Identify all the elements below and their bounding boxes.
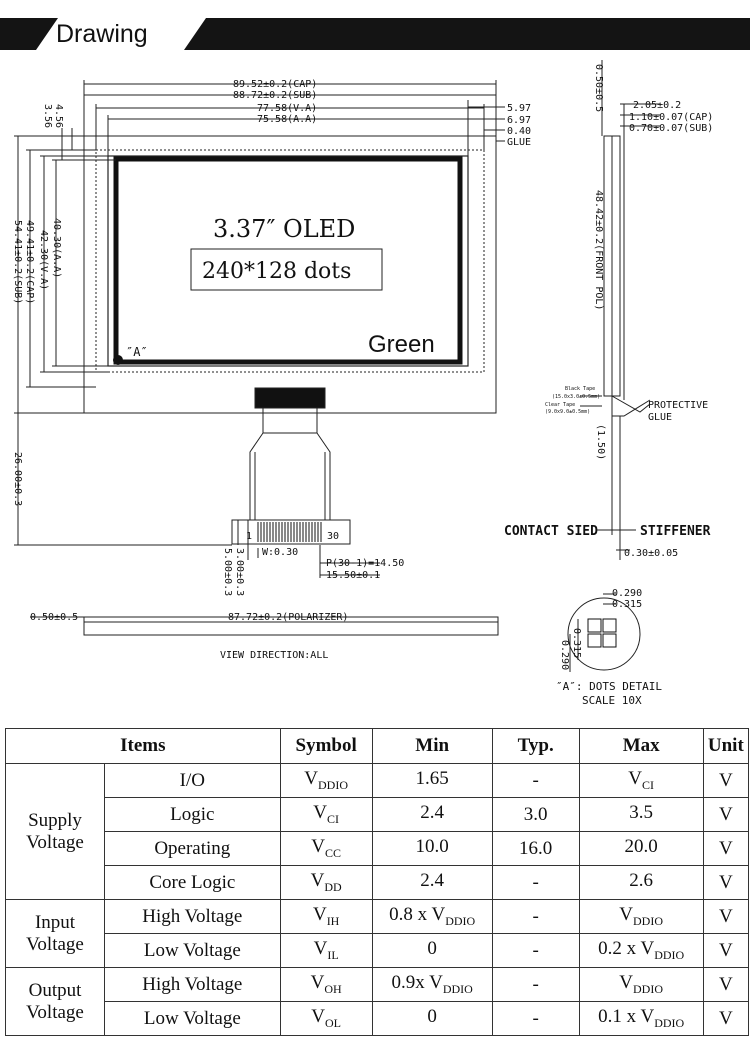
panel-title: 3.37″ OLED <box>213 215 355 243</box>
table-row: Core Logic VDD 2.4 - 2.6 V <box>6 865 750 900</box>
dim-va-width: 77.58(V.A) <box>257 103 317 114</box>
table-row: Low Voltage VOL 0 - 0.1 x VDDIO V <box>6 1001 750 1036</box>
pin-dim-3: 3.00±0.3 <box>234 548 245 596</box>
header-min: Min <box>371 728 493 764</box>
cap-outline <box>95 149 485 373</box>
title-tab <box>36 18 206 50</box>
black-tape-size: (15.0x3.0±0.5mm) <box>552 394 600 400</box>
protective-label: PROTECTIVE <box>648 400 708 411</box>
header-unit: Unit <box>702 728 750 764</box>
side-150-dim: (1.50) <box>595 424 606 460</box>
dot-dim-2: 0.315 <box>612 599 642 610</box>
pin-last: 30 <box>327 531 339 542</box>
pin-dim-5: 5.00±0.3 <box>222 548 233 596</box>
section-title: Drawing <box>56 20 148 48</box>
polarizer-offset: 0.50±0.5 <box>30 612 78 623</box>
stiffener-thickness: 0.30±0.05 <box>624 548 678 559</box>
panel-color: Green <box>368 331 435 358</box>
side-top-dim: 0.50±0.5 <box>593 64 604 112</box>
pin-pitch: P(30-1)=14.50 <box>326 558 404 569</box>
side-dim-sub: 0.70±0.07(SUB) <box>629 123 713 134</box>
dim-cap-width: 89.52±0.2(CAP) <box>233 79 317 90</box>
dim-va-height: 42.30(V.A) <box>38 230 49 290</box>
mechanical-drawing: 89.52±0.2(CAP) 88.72±0.2(SUB) 77.58(V.A)… <box>12 60 713 707</box>
fpc-width: 15.50±0.1 <box>326 570 380 581</box>
polarizer-length: 87.72±0.2(POLARIZER) <box>228 612 348 623</box>
dim-cap-height: 49.41±0.2(CAP) <box>24 220 35 304</box>
side-dim-cap: 1.10±0.07(CAP) <box>629 112 713 123</box>
dots-caption: ″A″: DOTS DETAIL <box>556 680 662 693</box>
dim-aa-width: 75.58(A.A) <box>257 114 317 125</box>
dim-sub-height: 54.41±0.2(SUB) <box>12 220 23 304</box>
table-row: Low Voltage VIL 0 - 0.2 x VDDIO V <box>6 933 750 968</box>
pin-first: 1 <box>246 531 252 542</box>
clear-tape-label: Clear Tape <box>545 402 575 408</box>
dot-dim-4: 0.290 <box>559 640 570 670</box>
header-items: Items <box>5 728 281 764</box>
header-max: Max <box>578 728 704 764</box>
dot-dim-3: 0.315 <box>571 628 582 658</box>
dim-right-2: 6.97 <box>507 115 531 126</box>
pin-width: W:0.30 <box>262 547 298 558</box>
header-symbol: Symbol <box>279 728 373 764</box>
view-direction: VIEW DIRECTION:ALL <box>220 650 328 661</box>
pixel-a-marker <box>113 355 123 365</box>
side-dim-thickness: 2.05±0.2 <box>633 100 681 111</box>
panel-dots: 240*128 dots <box>202 259 351 284</box>
dim-fpc-length: 26.00±0.3 <box>12 452 23 506</box>
dim-right-1: 5.97 <box>507 103 531 114</box>
black-tape-label: Black Tape <box>565 386 595 392</box>
front-pol-dim: 48.42±0.2(FRONT POL) <box>593 190 604 310</box>
contact-side-label: CONTACT SIED <box>504 524 598 539</box>
dim-right-3: 0.40 <box>507 126 531 137</box>
table-row: Operating VCC 10.0 16.0 20.0 V <box>6 831 750 866</box>
table-row: Logic VCI 2.4 3.0 3.5 V <box>6 797 750 832</box>
clear-tape-size: (9.0x9.0±0.5mm) <box>545 409 590 415</box>
active-area <box>113 156 463 365</box>
dot-dim-1: 0.290 <box>612 588 642 599</box>
stiffener-label: STIFFENER <box>640 524 711 539</box>
header-typ: Typ. <box>491 728 580 764</box>
view-area <box>107 155 469 367</box>
marker-a-label: ″A″ <box>126 345 148 359</box>
dim-left-3-56: 3.56 <box>42 104 53 128</box>
dim-left-4-56: 4.56 <box>53 104 64 128</box>
dim-sub-width: 88.72±0.2(SUB) <box>233 90 317 101</box>
glue-label: GLUE <box>507 137 531 148</box>
table-header-row: Items Symbol Min Typ. Max Unit <box>5 728 750 764</box>
substrate-outline <box>83 135 497 414</box>
dots-scale: SCALE 10X <box>582 694 642 707</box>
glue-side-label: GLUE <box>648 412 672 423</box>
dim-aa-height: 40.30(A.A) <box>51 218 62 278</box>
